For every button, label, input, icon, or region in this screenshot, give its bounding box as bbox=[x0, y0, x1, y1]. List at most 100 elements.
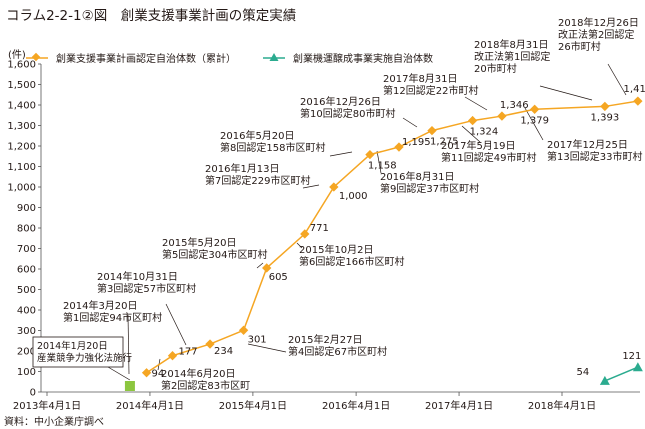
annotation-leader bbox=[376, 150, 382, 174]
annotation-leader bbox=[524, 107, 544, 141]
x-tick-label: 2013年4月1日 bbox=[13, 399, 81, 412]
data-point-series-1 bbox=[141, 368, 152, 378]
y-tick-label: 0 bbox=[30, 388, 36, 399]
annotation-text: 改正法第2回認定 bbox=[558, 28, 634, 41]
annotation-text: 第9回認定37市区町村 bbox=[380, 182, 479, 195]
x-tick-label: 2016年4月1日 bbox=[322, 399, 390, 412]
annotation-leader bbox=[329, 151, 353, 157]
data-point-series-2 bbox=[632, 362, 643, 372]
data-point-series-1 bbox=[205, 339, 215, 349]
annotation-box-text: 2014年1月20日 bbox=[37, 340, 108, 352]
annotation-leader bbox=[461, 125, 481, 143]
data-point-series-1 bbox=[167, 351, 178, 361]
y-tick-label: 200 bbox=[17, 347, 36, 358]
y-tick-label: 1,600 bbox=[7, 60, 36, 71]
data-point-series-1 bbox=[633, 96, 643, 106]
annotation-leader bbox=[256, 262, 264, 269]
legend-label-series-2: 創業機運醸成事業実施自治体数 bbox=[293, 52, 433, 65]
data-point-series-2 bbox=[599, 375, 610, 385]
annotation-text: 2016年12月26日 bbox=[300, 95, 381, 108]
y-tick-label: 700 bbox=[17, 244, 36, 255]
data-points bbox=[124, 96, 643, 391]
annotation-text: 26市町村 bbox=[558, 40, 601, 53]
data-label: 234 bbox=[214, 346, 233, 357]
y-tick-label: 500 bbox=[17, 285, 36, 296]
annotation-leader bbox=[302, 184, 320, 189]
annotation-text: 2018年12月26日 bbox=[558, 16, 639, 29]
data-point-series-1 bbox=[529, 104, 540, 114]
data-point-series-1 bbox=[467, 115, 478, 126]
annotation-text: 2015年10月2日 bbox=[299, 243, 374, 256]
y-tick-label: 800 bbox=[17, 224, 36, 235]
y-tick-label: 600 bbox=[17, 265, 36, 276]
data-point-series-1 bbox=[497, 111, 507, 121]
annotation-text: 第3回認定57市区町村 bbox=[97, 282, 196, 295]
data-label: 1,379 bbox=[520, 115, 549, 126]
annotation-text: 2018年8月31日 bbox=[474, 38, 549, 51]
annotation-leader bbox=[165, 303, 187, 346]
x-tick-label: 2018年4月1日 bbox=[528, 399, 596, 412]
x-tick-label: 2014年4月1日 bbox=[116, 399, 184, 412]
annotation-text: 第1回認定94市区町村 bbox=[63, 311, 162, 324]
annotation-text: 第6回認定166市区町村 bbox=[299, 255, 404, 268]
annotations: 2014年3月20日第1回認定94市区町村2014年6月20日第2回認定83市区… bbox=[32, 16, 642, 392]
data-label: 1,158 bbox=[368, 161, 397, 172]
legend-marker-series-2 bbox=[269, 53, 279, 61]
annotation-text: 2017年12月25日 bbox=[547, 138, 628, 151]
annotation-text: 2016年8月31日 bbox=[380, 170, 455, 183]
legend-label-series-1: 創業支援事業計画認定自治体数（累計） bbox=[56, 52, 236, 65]
annotation-text: 2015年5月20日 bbox=[162, 236, 237, 249]
annotation-text: 第5回認定304市区町村 bbox=[162, 248, 267, 261]
data-label: 94 bbox=[152, 369, 165, 380]
annotation-leader bbox=[107, 366, 131, 381]
legend: 創業支援事業計画認定自治体数（累計） 創業機運醸成事業実施自治体数 bbox=[26, 52, 433, 65]
data-label: 1,419 bbox=[624, 84, 645, 95]
annotation-leader bbox=[402, 117, 418, 128]
y-tick-label: 1,000 bbox=[7, 183, 36, 194]
annotation-text: 改正法第1回認定 bbox=[474, 50, 550, 63]
annotation-leader bbox=[127, 314, 130, 375]
data-point-series-1 bbox=[427, 125, 437, 136]
annotation-text: 第12回認定22市町村 bbox=[383, 84, 478, 97]
data-label: 301 bbox=[248, 334, 267, 345]
data-label: 1,275 bbox=[430, 137, 459, 148]
y-tick-label: 900 bbox=[17, 203, 36, 214]
y-tick-label: 1,500 bbox=[7, 80, 36, 91]
annotation-text: 2017年5月19日 bbox=[441, 139, 516, 152]
annotation-text: 第10回認定80市町村 bbox=[300, 107, 395, 120]
series-line-2 bbox=[604, 366, 639, 382]
annotation-text: 2016年1月13日 bbox=[205, 162, 280, 175]
annotation-leader bbox=[296, 242, 303, 249]
data-point-series-1 bbox=[262, 263, 272, 273]
annotation-text: 第7回認定229市区町村 bbox=[205, 174, 310, 187]
annotation-text: 第4回認定67市区町村 bbox=[288, 345, 387, 358]
data-point-series-1 bbox=[365, 149, 375, 160]
annotation-text: 第13回認定33市町村 bbox=[547, 150, 642, 163]
data-point-series-1 bbox=[394, 142, 404, 152]
data-label: 121 bbox=[622, 351, 641, 362]
annotation-text: 2015年2月27日 bbox=[288, 333, 363, 346]
data-point-series-1 bbox=[238, 325, 249, 335]
x-tick-label: 2017年4月1日 bbox=[425, 399, 493, 412]
annotation-leader bbox=[247, 343, 287, 353]
data-label: 54 bbox=[577, 367, 590, 378]
legend-marker-series-1 bbox=[31, 52, 41, 62]
annotation-text: 第11回認定49市町村 bbox=[441, 151, 536, 164]
y-tick-label: 400 bbox=[17, 306, 36, 317]
source-note: 資料：中小企業庁調べ bbox=[4, 417, 104, 428]
data-point-series-1 bbox=[600, 101, 610, 112]
y-tick-label: 100 bbox=[17, 367, 36, 378]
data-label: 1,195 bbox=[402, 137, 431, 148]
annotation-text: 第2回認定83市区町 bbox=[161, 379, 250, 392]
y-tick-label: 1,200 bbox=[7, 142, 36, 153]
y-tick-label: 1,300 bbox=[7, 121, 36, 132]
y-tick-label: 300 bbox=[17, 326, 36, 337]
data-label: 605 bbox=[269, 272, 288, 283]
data-label: 1,393 bbox=[591, 112, 620, 123]
annotation-text: 2014年10月31日 bbox=[97, 270, 178, 283]
law-enforcement-marker bbox=[124, 381, 135, 391]
data-label: 1,324 bbox=[470, 127, 499, 138]
annotation-leader bbox=[607, 63, 627, 96]
data-point-series-1 bbox=[300, 229, 310, 239]
annotation-leader bbox=[464, 96, 488, 111]
